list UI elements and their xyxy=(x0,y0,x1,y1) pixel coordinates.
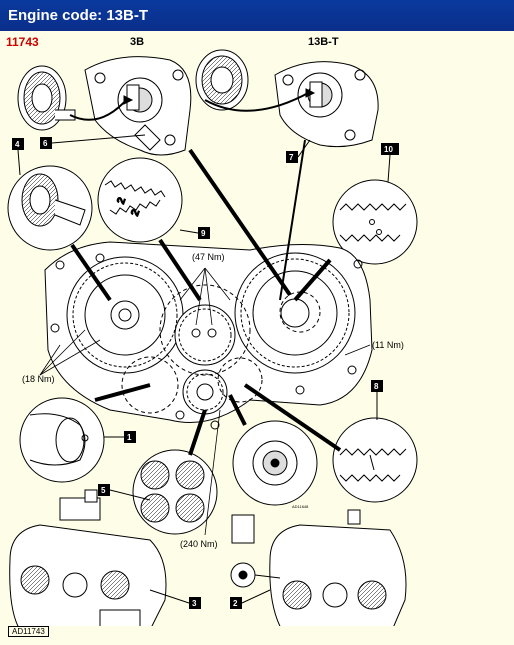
svg-text:4: 4 xyxy=(15,140,20,149)
callout-2: 2 xyxy=(230,589,271,609)
svg-text:1: 1 xyxy=(127,433,132,442)
window-title-bar: Engine code: 13B-T xyxy=(0,0,514,31)
pump-dial-gauge-left xyxy=(9,489,167,626)
svg-text:8: 8 xyxy=(374,382,379,391)
torque-label-18nm: (18 Nm) xyxy=(22,374,55,384)
svg-text:6: 6 xyxy=(43,139,48,148)
callout-6: 6 xyxy=(40,134,146,149)
svg-text:2: 2 xyxy=(129,208,142,218)
detail-circle-8 xyxy=(332,417,418,503)
leader-lines xyxy=(70,148,342,456)
callout-10: 10 xyxy=(381,143,399,183)
small-figure-code: AD11648 xyxy=(292,504,309,509)
timing-gear-diagram: 3B 13B-T 2 2 xyxy=(7,36,418,626)
pump-3b-illustration xyxy=(17,56,192,156)
pump-dial-gauge-right xyxy=(230,509,407,626)
detail-circle-9 xyxy=(97,157,183,243)
callout-5: 5 xyxy=(98,484,151,501)
callout-1: 1 xyxy=(104,431,136,443)
svg-text:5: 5 xyxy=(101,486,106,495)
variant-label-13bt: 13B-T xyxy=(308,36,339,48)
callout-4: 4 xyxy=(12,138,24,176)
callout-3: 3 xyxy=(149,589,201,609)
document-reference-number: 11743 xyxy=(6,35,39,49)
callout-8: 8 xyxy=(371,380,383,420)
callout-7: 7 xyxy=(286,139,311,163)
timing-case-housing xyxy=(44,241,373,430)
torque-label-47nm: (47 Nm) xyxy=(192,252,225,262)
pump-13bt-illustration xyxy=(195,49,379,148)
figure-reference-label: AD11743 xyxy=(8,626,49,637)
callout-9: 9 xyxy=(179,227,210,239)
window-title: Engine code: 13B-T xyxy=(8,7,149,24)
svg-text:10: 10 xyxy=(384,145,393,154)
svg-text:2: 2 xyxy=(115,196,128,206)
torque-label-11nm: (11 Nm) xyxy=(372,340,404,350)
svg-text:3: 3 xyxy=(192,599,197,608)
svg-text:2: 2 xyxy=(233,599,238,608)
svg-text:9: 9 xyxy=(201,229,206,238)
variant-label-3b: 3B xyxy=(130,36,144,48)
detail-circle-5 xyxy=(132,449,218,535)
svg-text:7: 7 xyxy=(289,153,294,162)
torque-label-240nm: (240 Nm) xyxy=(180,539,218,549)
